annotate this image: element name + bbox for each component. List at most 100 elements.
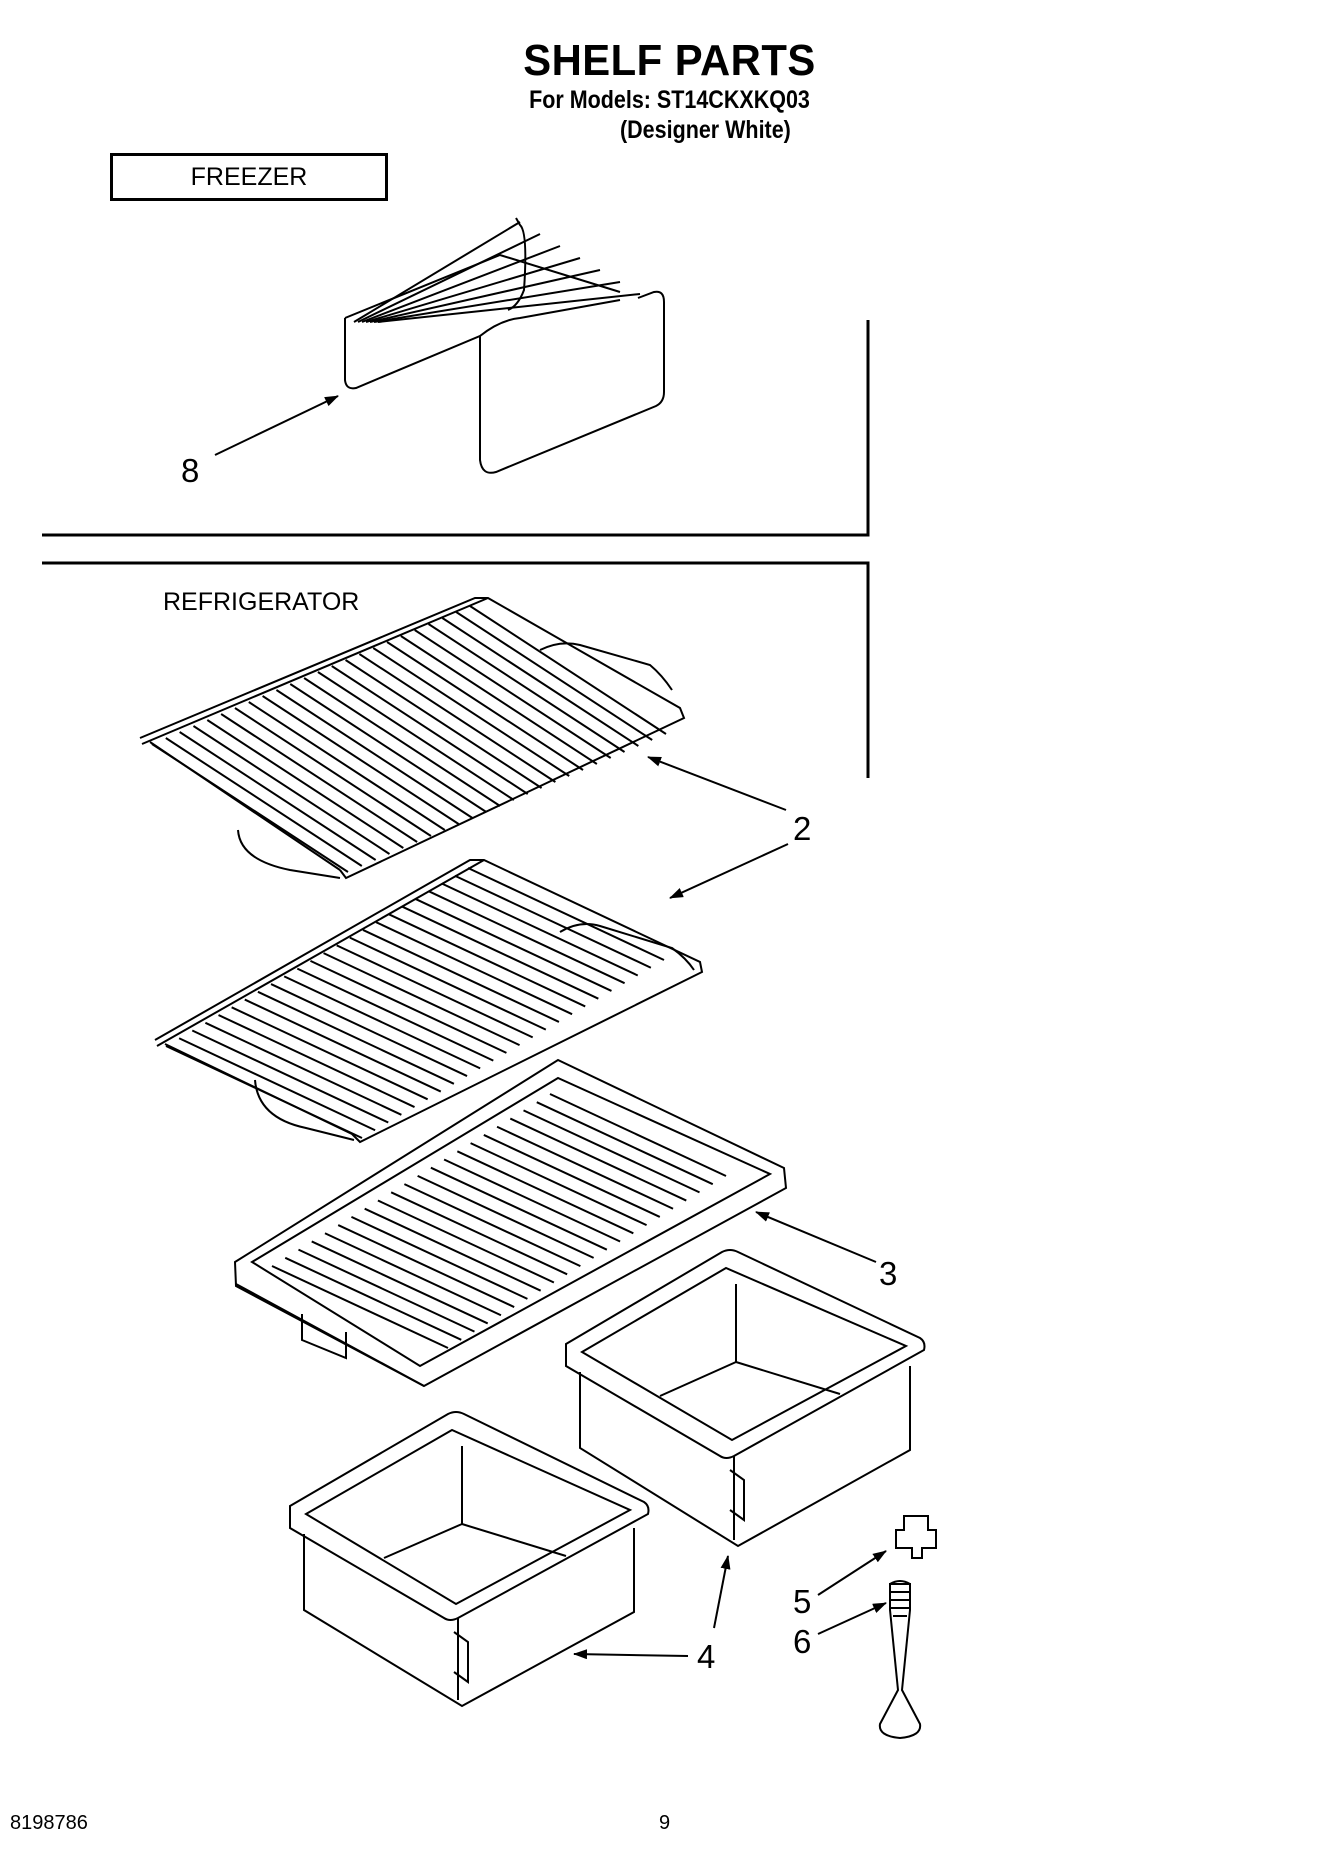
freezer-shelf-wire bbox=[373, 281, 621, 323]
upper-shelf-bar bbox=[275, 689, 473, 819]
cover-slot bbox=[271, 1265, 449, 1349]
lower-shelf-bar bbox=[257, 990, 455, 1085]
lower-shelf-bar bbox=[401, 905, 599, 1000]
lower-shelf-bar bbox=[388, 913, 586, 1008]
upper-shelf-bar bbox=[400, 635, 598, 765]
cover-slot bbox=[351, 1215, 528, 1300]
upper-shelf-bar bbox=[192, 725, 391, 855]
freezer-section-frame bbox=[42, 320, 870, 537]
upper-shelf-bar bbox=[414, 629, 612, 759]
lower-shelf-bar bbox=[165, 1045, 363, 1139]
upper-shelf-bar bbox=[331, 665, 529, 795]
arrow-2-lower bbox=[669, 843, 789, 899]
freezer-shelf bbox=[344, 217, 665, 474]
crisper-pan-right bbox=[565, 1249, 926, 1548]
upper-shelf-bar bbox=[386, 641, 584, 771]
footer-part-code: 8198786 bbox=[10, 1812, 88, 1834]
lower-shelf-bar bbox=[178, 1037, 376, 1132]
freezer-shelf-wire bbox=[353, 221, 521, 323]
cover-slot bbox=[430, 1166, 608, 1251]
wire-shelf-upper bbox=[139, 597, 686, 880]
cover-slot bbox=[298, 1248, 475, 1333]
upper-shelf-bar bbox=[441, 617, 639, 747]
freezer-shelf-wire bbox=[377, 293, 641, 323]
lower-shelf-bar bbox=[441, 882, 639, 977]
lower-shelf-bar bbox=[191, 1029, 389, 1124]
lower-shelf-bar bbox=[310, 959, 507, 1054]
freezer-shelf-wire bbox=[361, 245, 561, 323]
upper-shelf-bar bbox=[303, 677, 501, 807]
cover-slot bbox=[456, 1150, 634, 1235]
arrow-3 bbox=[755, 1211, 877, 1263]
upper-shelf-bar bbox=[220, 713, 418, 843]
cover-slot bbox=[364, 1207, 542, 1292]
callout-6: 6 bbox=[793, 1623, 812, 1660]
upper-shelf-bar bbox=[262, 695, 460, 825]
lower-shelf-bar bbox=[454, 874, 652, 969]
cover-slot bbox=[311, 1240, 489, 1325]
lower-shelf-bar bbox=[218, 1014, 415, 1108]
lower-shelf-bar bbox=[336, 944, 534, 1039]
cover-slot bbox=[470, 1142, 647, 1227]
cover-slot bbox=[483, 1134, 661, 1218]
cover-slot bbox=[536, 1101, 714, 1186]
lower-shelf-bar bbox=[244, 998, 442, 1093]
freezer-shelf-wire bbox=[357, 233, 541, 323]
freezer-section-label: FREEZER bbox=[110, 153, 388, 201]
footer-page-number: 9 bbox=[659, 1812, 671, 1834]
upper-shelf-bar bbox=[206, 719, 404, 849]
callout-4: 4 bbox=[697, 1638, 716, 1675]
models-line: For Models: ST14CKXKQ03 bbox=[529, 86, 810, 114]
lower-shelf-bar bbox=[270, 983, 468, 1077]
upper-shelf-bar bbox=[427, 623, 626, 753]
crisper-cover bbox=[233, 1058, 788, 1388]
upper-shelf-bar bbox=[372, 647, 570, 777]
arrow-6 bbox=[817, 1602, 887, 1635]
lower-shelf-bar bbox=[283, 975, 481, 1070]
lower-shelf-bar bbox=[349, 936, 547, 1031]
lower-shelf-bar bbox=[467, 867, 665, 961]
upper-shelf-bar bbox=[151, 743, 349, 873]
page-title: SHELF PARTS bbox=[523, 36, 816, 85]
arrow-2-upper bbox=[647, 756, 787, 811]
lower-shelf-bar bbox=[428, 890, 626, 985]
refrigerator-section-frame bbox=[42, 561, 870, 778]
cover-slot bbox=[403, 1183, 581, 1268]
cover-slot bbox=[324, 1232, 502, 1317]
leveling-leg bbox=[878, 1580, 922, 1740]
lower-shelf-bar bbox=[204, 1021, 402, 1116]
lower-shelf-bar bbox=[362, 929, 560, 1023]
callout-2: 2 bbox=[793, 810, 812, 847]
upper-shelf-bar bbox=[179, 731, 377, 861]
cover-slot bbox=[496, 1125, 674, 1210]
refrigerator-section-label: REFRIGERATOR bbox=[163, 588, 360, 616]
arrow-8 bbox=[214, 395, 339, 456]
freezer-label-text: FREEZER bbox=[190, 162, 308, 191]
lower-shelf-bar bbox=[231, 1006, 429, 1101]
arrow-4-left bbox=[573, 1649, 689, 1660]
variant-line: (Designer White) bbox=[620, 116, 791, 144]
cover-slot bbox=[284, 1256, 462, 1341]
freezer-shelf-wire bbox=[369, 269, 601, 323]
upper-shelf-bar bbox=[345, 659, 543, 789]
wire-shelf-lower bbox=[154, 859, 704, 1144]
upper-shelf-bar bbox=[289, 683, 487, 813]
crisper-pan-left bbox=[289, 1411, 650, 1708]
lower-shelf-bar bbox=[415, 898, 612, 992]
upper-shelf-bar bbox=[469, 605, 667, 735]
upper-shelf-bar bbox=[234, 707, 432, 837]
cover-slot bbox=[377, 1199, 555, 1284]
lower-shelf-bar bbox=[296, 967, 494, 1062]
arrow-4-right bbox=[713, 1555, 731, 1629]
upper-shelf-bar bbox=[358, 653, 556, 783]
leveling-leg-cap bbox=[895, 1515, 937, 1559]
arrow-5 bbox=[817, 1550, 887, 1596]
cover-slot bbox=[549, 1093, 727, 1177]
cover-slot bbox=[523, 1109, 700, 1194]
callout-5: 5 bbox=[793, 1583, 812, 1620]
cover-slot bbox=[390, 1191, 568, 1276]
freezer-shelf-wire bbox=[365, 257, 581, 323]
lower-shelf-bar bbox=[375, 921, 573, 1016]
callout-arrows bbox=[214, 395, 887, 1660]
